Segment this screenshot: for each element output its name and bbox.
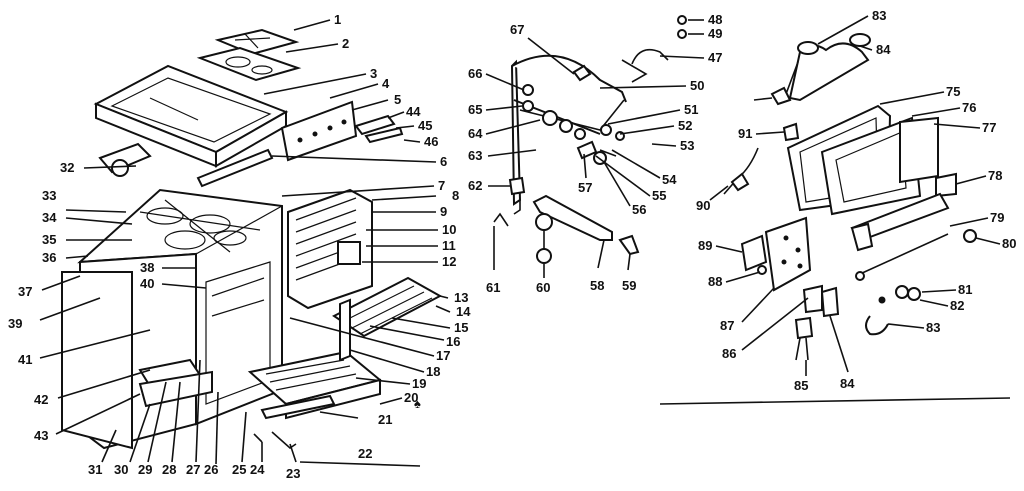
part-label-59: 59 bbox=[622, 278, 636, 293]
part-label-23: 23 bbox=[286, 466, 300, 481]
burner-manifold-assembly bbox=[493, 15, 687, 264]
part-label-16: 16 bbox=[446, 334, 460, 349]
part-label-6: 6 bbox=[440, 154, 447, 169]
part-label-78: 78 bbox=[988, 168, 1002, 183]
part-label-18: 18 bbox=[426, 364, 440, 379]
part-label-81: 81 bbox=[958, 282, 972, 297]
part-label-65: 65 bbox=[468, 102, 482, 117]
part-label-2: 2 bbox=[342, 36, 349, 51]
part-label-44: 44 bbox=[406, 104, 421, 119]
part-label-24: 24 bbox=[250, 462, 265, 477]
part-label-19: 19 bbox=[412, 376, 426, 391]
part-label-52: 52 bbox=[678, 118, 692, 133]
part-label-61: 61 bbox=[486, 280, 500, 295]
part-label-7: 7 bbox=[438, 178, 445, 193]
part-label-90: 90 bbox=[696, 198, 710, 213]
part-label-9: 9 bbox=[440, 204, 447, 219]
part-label-31: 31 bbox=[88, 462, 102, 477]
part-label-43: 43 bbox=[34, 428, 48, 443]
part-label-87: 87 bbox=[720, 318, 734, 333]
part-label-89: 89 bbox=[698, 238, 712, 253]
part-label-5: 5 bbox=[394, 92, 401, 107]
group-separator bbox=[299, 461, 421, 467]
part-label-3: 3 bbox=[370, 66, 377, 81]
part-label-46: 46 bbox=[424, 134, 438, 149]
part-label-77: 77 bbox=[982, 120, 996, 135]
part-label-30: 30 bbox=[114, 462, 128, 477]
part-label-34: 34 bbox=[42, 210, 57, 225]
leader-lines bbox=[39, 15, 1001, 465]
part-label-85: 85 bbox=[794, 378, 808, 393]
part-label-32: 32 bbox=[60, 160, 74, 175]
part-label-64: 64 bbox=[468, 126, 483, 141]
part-label-12: 12 bbox=[442, 254, 456, 269]
part-label-57: 57 bbox=[578, 180, 592, 195]
part-label-37: 37 bbox=[18, 284, 32, 299]
part-label-8: 8 bbox=[452, 188, 459, 203]
part-label-47: 47 bbox=[708, 50, 722, 65]
part-label-22: 22 bbox=[358, 446, 372, 461]
part-label-20: 20 bbox=[404, 390, 418, 405]
part-label-54: 54 bbox=[662, 172, 677, 187]
part-label-84b: 84 bbox=[840, 376, 855, 391]
part-label-75: 75 bbox=[946, 84, 960, 99]
part-label-42: 42 bbox=[34, 392, 48, 407]
part-label-66: 66 bbox=[468, 66, 482, 81]
part-label-53: 53 bbox=[680, 138, 694, 153]
part-label-62: 62 bbox=[468, 178, 482, 193]
part-label-17: 17 bbox=[436, 348, 450, 363]
part-label-55: 55 bbox=[652, 188, 666, 203]
part-label-4: 4 bbox=[382, 76, 390, 91]
part-label-80: 80 bbox=[1002, 236, 1016, 251]
mark: ♠ bbox=[414, 396, 421, 411]
part-label-27: 27 bbox=[186, 462, 200, 477]
part-label-82: 82 bbox=[950, 298, 964, 313]
part-label-83: 83 bbox=[872, 8, 886, 23]
range-assembly bbox=[61, 28, 443, 450]
part-label-14: 14 bbox=[456, 304, 471, 319]
part-label-48: 48 bbox=[708, 12, 722, 27]
part-label-28: 28 bbox=[162, 462, 176, 477]
group-separator bbox=[659, 397, 1011, 405]
part-label-26: 26 bbox=[204, 462, 218, 477]
part-label-51: 51 bbox=[684, 102, 698, 117]
door-electrical-assembly bbox=[723, 33, 977, 361]
part-label-45: 45 bbox=[418, 118, 432, 133]
part-label-50: 50 bbox=[690, 78, 704, 93]
part-label-56: 56 bbox=[632, 202, 646, 217]
part-label-67: 67 bbox=[510, 22, 524, 37]
part-label-79: 79 bbox=[990, 210, 1004, 225]
part-label-1: 1 bbox=[334, 12, 341, 27]
part-label-25: 25 bbox=[232, 462, 246, 477]
part-label-76: 76 bbox=[962, 100, 976, 115]
part-label-11: 11 bbox=[442, 238, 456, 253]
part-label-83b: 83 bbox=[926, 320, 940, 335]
part-label-39: 39 bbox=[8, 316, 22, 331]
part-label-29: 29 bbox=[138, 462, 152, 477]
part-label-58: 58 bbox=[590, 278, 604, 293]
part-label-35: 35 bbox=[42, 232, 56, 247]
part-label-10: 10 bbox=[442, 222, 456, 237]
part-label-21: 21 bbox=[378, 412, 392, 427]
part-label-38: 38 bbox=[140, 260, 154, 275]
part-label-15: 15 bbox=[454, 320, 468, 335]
part-label-13: 13 bbox=[454, 290, 468, 305]
part-label-60: 60 bbox=[536, 280, 550, 295]
part-label-33: 33 bbox=[42, 188, 56, 203]
part-label-91: 91 bbox=[738, 126, 752, 141]
part-label-88: 88 bbox=[708, 274, 722, 289]
part-label-40: 40 bbox=[140, 276, 154, 291]
part-label-63: 63 bbox=[468, 148, 482, 163]
part-label-49: 49 bbox=[708, 26, 722, 41]
part-label-41: 41 bbox=[18, 352, 32, 367]
part-label-36: 36 bbox=[42, 250, 56, 265]
part-number-labels: 1234567891011121314151617181920212223242… bbox=[8, 8, 1016, 481]
part-label-84: 84 bbox=[876, 42, 891, 57]
part-label-86: 86 bbox=[722, 346, 736, 361]
